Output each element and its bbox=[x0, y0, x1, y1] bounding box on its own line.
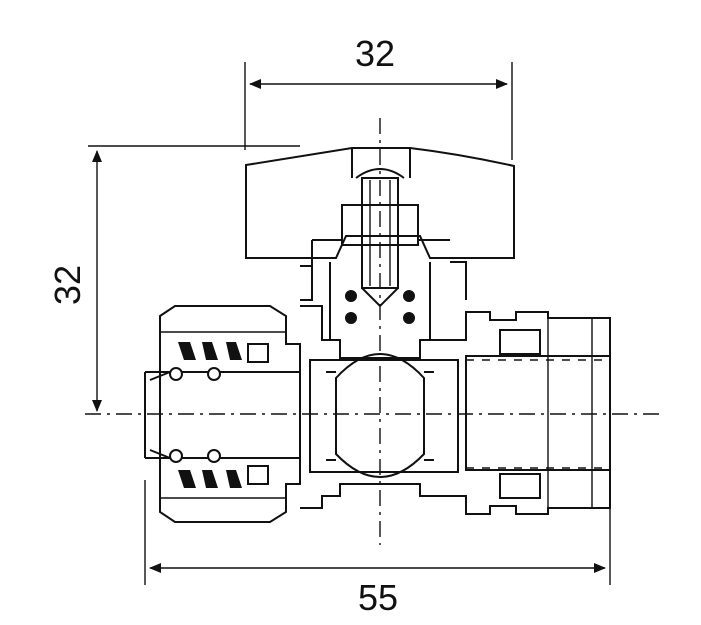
valve-stem bbox=[300, 177, 467, 340]
top-width-label: 32 bbox=[355, 33, 395, 74]
compression-nut bbox=[159, 305, 301, 523]
clamp-ring bbox=[178, 342, 269, 488]
bottom-width-dimension: 55 bbox=[144, 480, 611, 618]
valve-body bbox=[300, 305, 611, 515]
lever-handle bbox=[245, 147, 515, 259]
fitting-o-rings bbox=[169, 367, 221, 463]
left-height-dimension: 32 bbox=[47, 145, 300, 412]
top-width-dimension: 32 bbox=[244, 33, 513, 160]
left-height-label: 32 bbox=[47, 265, 88, 305]
valve-ball bbox=[326, 353, 434, 478]
stem-o-rings bbox=[345, 290, 415, 324]
pipe-insert bbox=[144, 371, 300, 459]
bottom-width-label: 55 bbox=[358, 577, 398, 618]
